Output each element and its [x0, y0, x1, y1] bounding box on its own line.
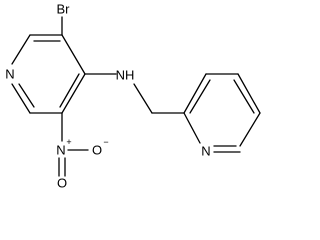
bond-c5-c4	[61, 73, 86, 114]
pyridine-n-right-label: N	[201, 144, 210, 159]
bromine-atom-label: Br	[57, 2, 71, 17]
bond-c4prime-c5prime-inner	[233, 79, 255, 114]
bond-nprime-c2prime	[183, 112, 201, 144]
bond-c5prime-c6prime	[239, 112, 261, 147]
bond-c4-c3	[61, 34, 86, 75]
bond-c2-n1	[11, 34, 31, 65]
left-pyridine-ring	[11, 34, 86, 114]
bond-nh-ch2	[133, 83, 153, 114]
bond-c2prime-c3prime	[183, 73, 207, 114]
bond-n1-c6-inner	[18, 83, 35, 108]
nitro-n-label: N	[56, 143, 65, 158]
bond-c2prime-c3prime-inner	[189, 79, 211, 114]
amine-nh-label: NH	[116, 68, 135, 83]
bond-c5-c4-inner	[59, 73, 80, 108]
nitro-n-plus-charge: +	[66, 137, 71, 147]
bond-n1-c6	[11, 83, 31, 114]
bond-c4prime-c5prime	[237, 73, 261, 114]
nitro-o-single-label: O	[92, 143, 102, 158]
nitro-o-double-label: O	[57, 176, 67, 190]
nitro-o-minus-charge: −	[103, 137, 108, 147]
pyridine-n-left-label: N	[5, 67, 14, 82]
right-pyridine-ring	[183, 73, 261, 153]
chemical-structure: Br NH N N N + O − O	[5, 2, 261, 190]
